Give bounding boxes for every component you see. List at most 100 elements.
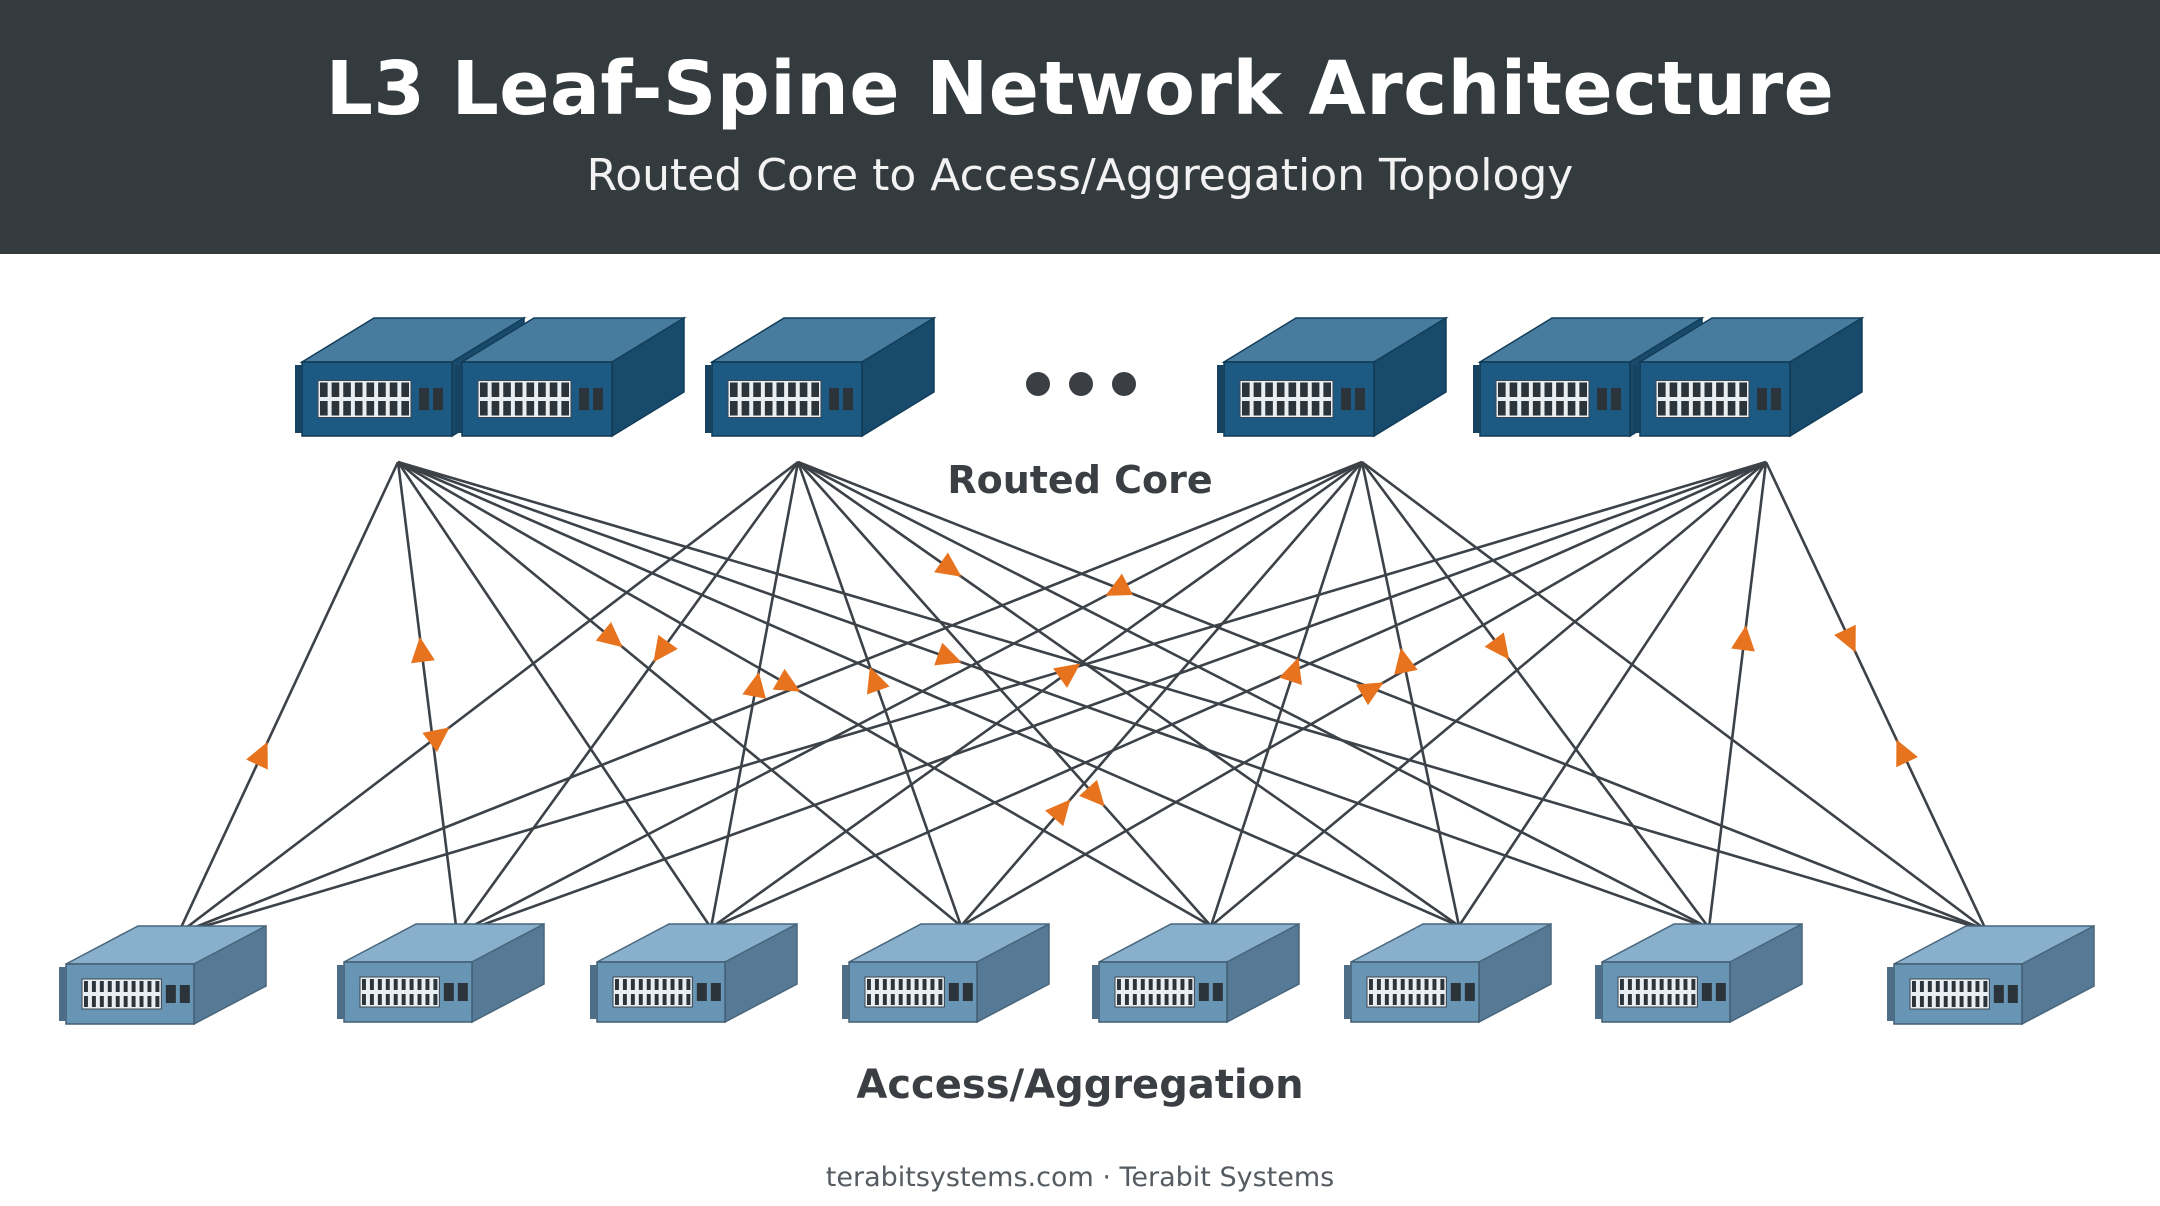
port	[670, 994, 675, 1005]
page-subtitle: Routed Core to Access/Aggregation Topolo…	[586, 150, 1574, 201]
port	[1117, 979, 1121, 990]
port	[1172, 979, 1177, 990]
mesh-link	[397, 460, 962, 928]
port	[1704, 382, 1713, 397]
port	[1716, 401, 1724, 416]
port	[1432, 979, 1437, 990]
ellipsis-dot	[1026, 372, 1050, 396]
port	[549, 382, 558, 397]
port	[1667, 994, 1672, 1005]
port	[1727, 401, 1736, 416]
port	[393, 979, 398, 990]
core-switch	[705, 316, 937, 438]
port	[1521, 382, 1529, 397]
port	[155, 981, 160, 992]
port	[99, 996, 104, 1007]
ellipsis-dot	[1069, 372, 1093, 396]
port	[1704, 401, 1713, 416]
ellipsis	[1026, 372, 1136, 396]
uplink-port	[1597, 387, 1607, 411]
port	[343, 401, 351, 416]
port	[1288, 382, 1297, 397]
flow-arrow	[1079, 779, 1105, 807]
port	[526, 382, 535, 397]
port	[799, 401, 808, 416]
port	[1983, 981, 1988, 992]
mesh-link	[177, 460, 1767, 936]
port	[1253, 382, 1262, 397]
port	[1683, 979, 1688, 990]
port	[320, 401, 328, 416]
port	[1544, 382, 1553, 397]
port	[155, 996, 160, 1007]
port	[1424, 994, 1429, 1005]
port	[1556, 382, 1564, 397]
port	[417, 979, 422, 990]
port	[753, 382, 761, 397]
port	[538, 401, 546, 416]
port	[433, 979, 438, 990]
flow-arrow	[1105, 573, 1133, 596]
port	[1156, 994, 1161, 1005]
port	[1416, 994, 1421, 1005]
port	[741, 401, 750, 416]
port	[1242, 382, 1250, 397]
port	[1912, 981, 1916, 992]
access-switch	[59, 924, 267, 1026]
port	[811, 401, 819, 416]
port	[1532, 382, 1541, 397]
port	[1369, 994, 1373, 1005]
port	[1658, 401, 1666, 416]
mesh-link	[797, 461, 1212, 927]
port	[1935, 981, 1940, 992]
port	[480, 401, 488, 416]
port	[1627, 979, 1632, 990]
port	[1300, 382, 1308, 397]
port	[1635, 994, 1640, 1005]
port	[401, 382, 409, 397]
mesh-link	[396, 461, 713, 929]
port	[1148, 979, 1153, 990]
port	[1440, 994, 1445, 1005]
port	[1132, 979, 1137, 990]
port	[91, 996, 96, 1007]
port	[686, 979, 691, 990]
port	[1643, 994, 1648, 1005]
port	[1727, 382, 1736, 397]
flow-arrow	[653, 634, 678, 663]
port	[1669, 401, 1678, 416]
port	[662, 994, 667, 1005]
uplink-port	[433, 387, 443, 411]
port	[1369, 979, 1373, 990]
mesh-link	[397, 460, 1460, 928]
port	[670, 979, 675, 990]
mesh-link	[455, 461, 800, 935]
port	[389, 401, 398, 416]
uplink-port	[710, 983, 721, 1001]
port	[1164, 994, 1169, 1005]
port	[1739, 382, 1747, 397]
port	[622, 979, 627, 990]
core-layer-label: Routed Core	[947, 458, 1213, 502]
port	[741, 382, 750, 397]
port	[1148, 994, 1153, 1005]
uplink-port	[2007, 985, 2018, 1003]
port	[678, 994, 683, 1005]
port	[867, 994, 871, 1005]
port	[1912, 996, 1916, 1007]
port	[1323, 382, 1331, 397]
uplink-port	[829, 387, 839, 411]
port	[1943, 996, 1948, 1007]
port	[1692, 401, 1701, 416]
ellipsis-dot	[1112, 372, 1136, 396]
flow-arrow	[595, 622, 623, 648]
port	[1400, 994, 1405, 1005]
port	[1509, 401, 1518, 416]
port	[874, 979, 879, 990]
port	[1440, 979, 1445, 990]
mesh-link	[1360, 461, 1711, 929]
uplink-port	[419, 387, 429, 411]
port	[788, 382, 796, 397]
flow-arrow	[934, 642, 962, 666]
